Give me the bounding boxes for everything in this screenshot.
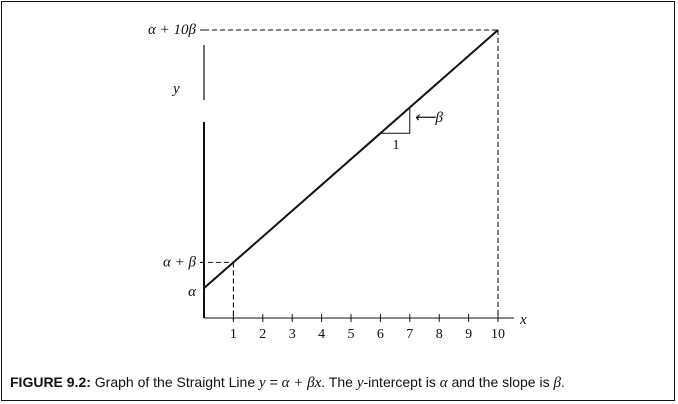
caption-eq-lhs: y — [259, 375, 266, 391]
x-tick-label: 9 — [465, 327, 472, 342]
x-tick-label: 10 — [491, 327, 505, 342]
x-tick-label: 4 — [318, 327, 325, 342]
x-axis-label: x — [519, 312, 527, 328]
x-tick-label: 6 — [377, 327, 384, 342]
figure-label: FIGURE 9.2: — [10, 374, 91, 390]
y-tick-label: α — [188, 284, 197, 300]
caption-text-c: -intercept is — [363, 374, 440, 390]
slope-triangle — [380, 107, 411, 134]
figure-caption: FIGURE 9.2: Graph of the Straight Line y… — [10, 374, 565, 392]
x-tick-label: 7 — [406, 327, 413, 342]
caption-beta: β — [553, 375, 561, 391]
x-tick-label: 1 — [230, 327, 237, 342]
caption-text-a: Graph of the Straight Line — [90, 374, 260, 390]
caption-text-e: . — [560, 374, 565, 390]
x-tick-label: 2 — [259, 327, 266, 342]
slope-rise-label: ⟵β — [414, 110, 444, 126]
y-tick-labels: α α + β α + 10β — [148, 22, 204, 300]
x-tick-label: 8 — [436, 327, 443, 342]
series-line — [203, 29, 499, 289]
y-tick-label: α + β — [163, 254, 196, 270]
caption-eq-sign: = — [265, 374, 282, 390]
y-axis-label: y — [171, 81, 180, 97]
guide-lines — [200, 29, 499, 320]
slope-run-label: 1 — [393, 138, 400, 153]
x-ticks: 1 2 3 4 5 6 7 8 9 10 — [230, 314, 505, 342]
caption-alpha: α — [439, 375, 448, 391]
caption-text-d: and the slope is — [447, 374, 554, 390]
x-tick-label: 5 — [348, 327, 355, 342]
caption-y-word: y — [356, 375, 364, 391]
x-tick-label: 3 — [289, 327, 296, 342]
caption-eq-rhs: α + βx — [281, 375, 322, 391]
y-tick-label: α + 10β — [148, 22, 196, 38]
caption-text-b: . The — [321, 374, 357, 390]
